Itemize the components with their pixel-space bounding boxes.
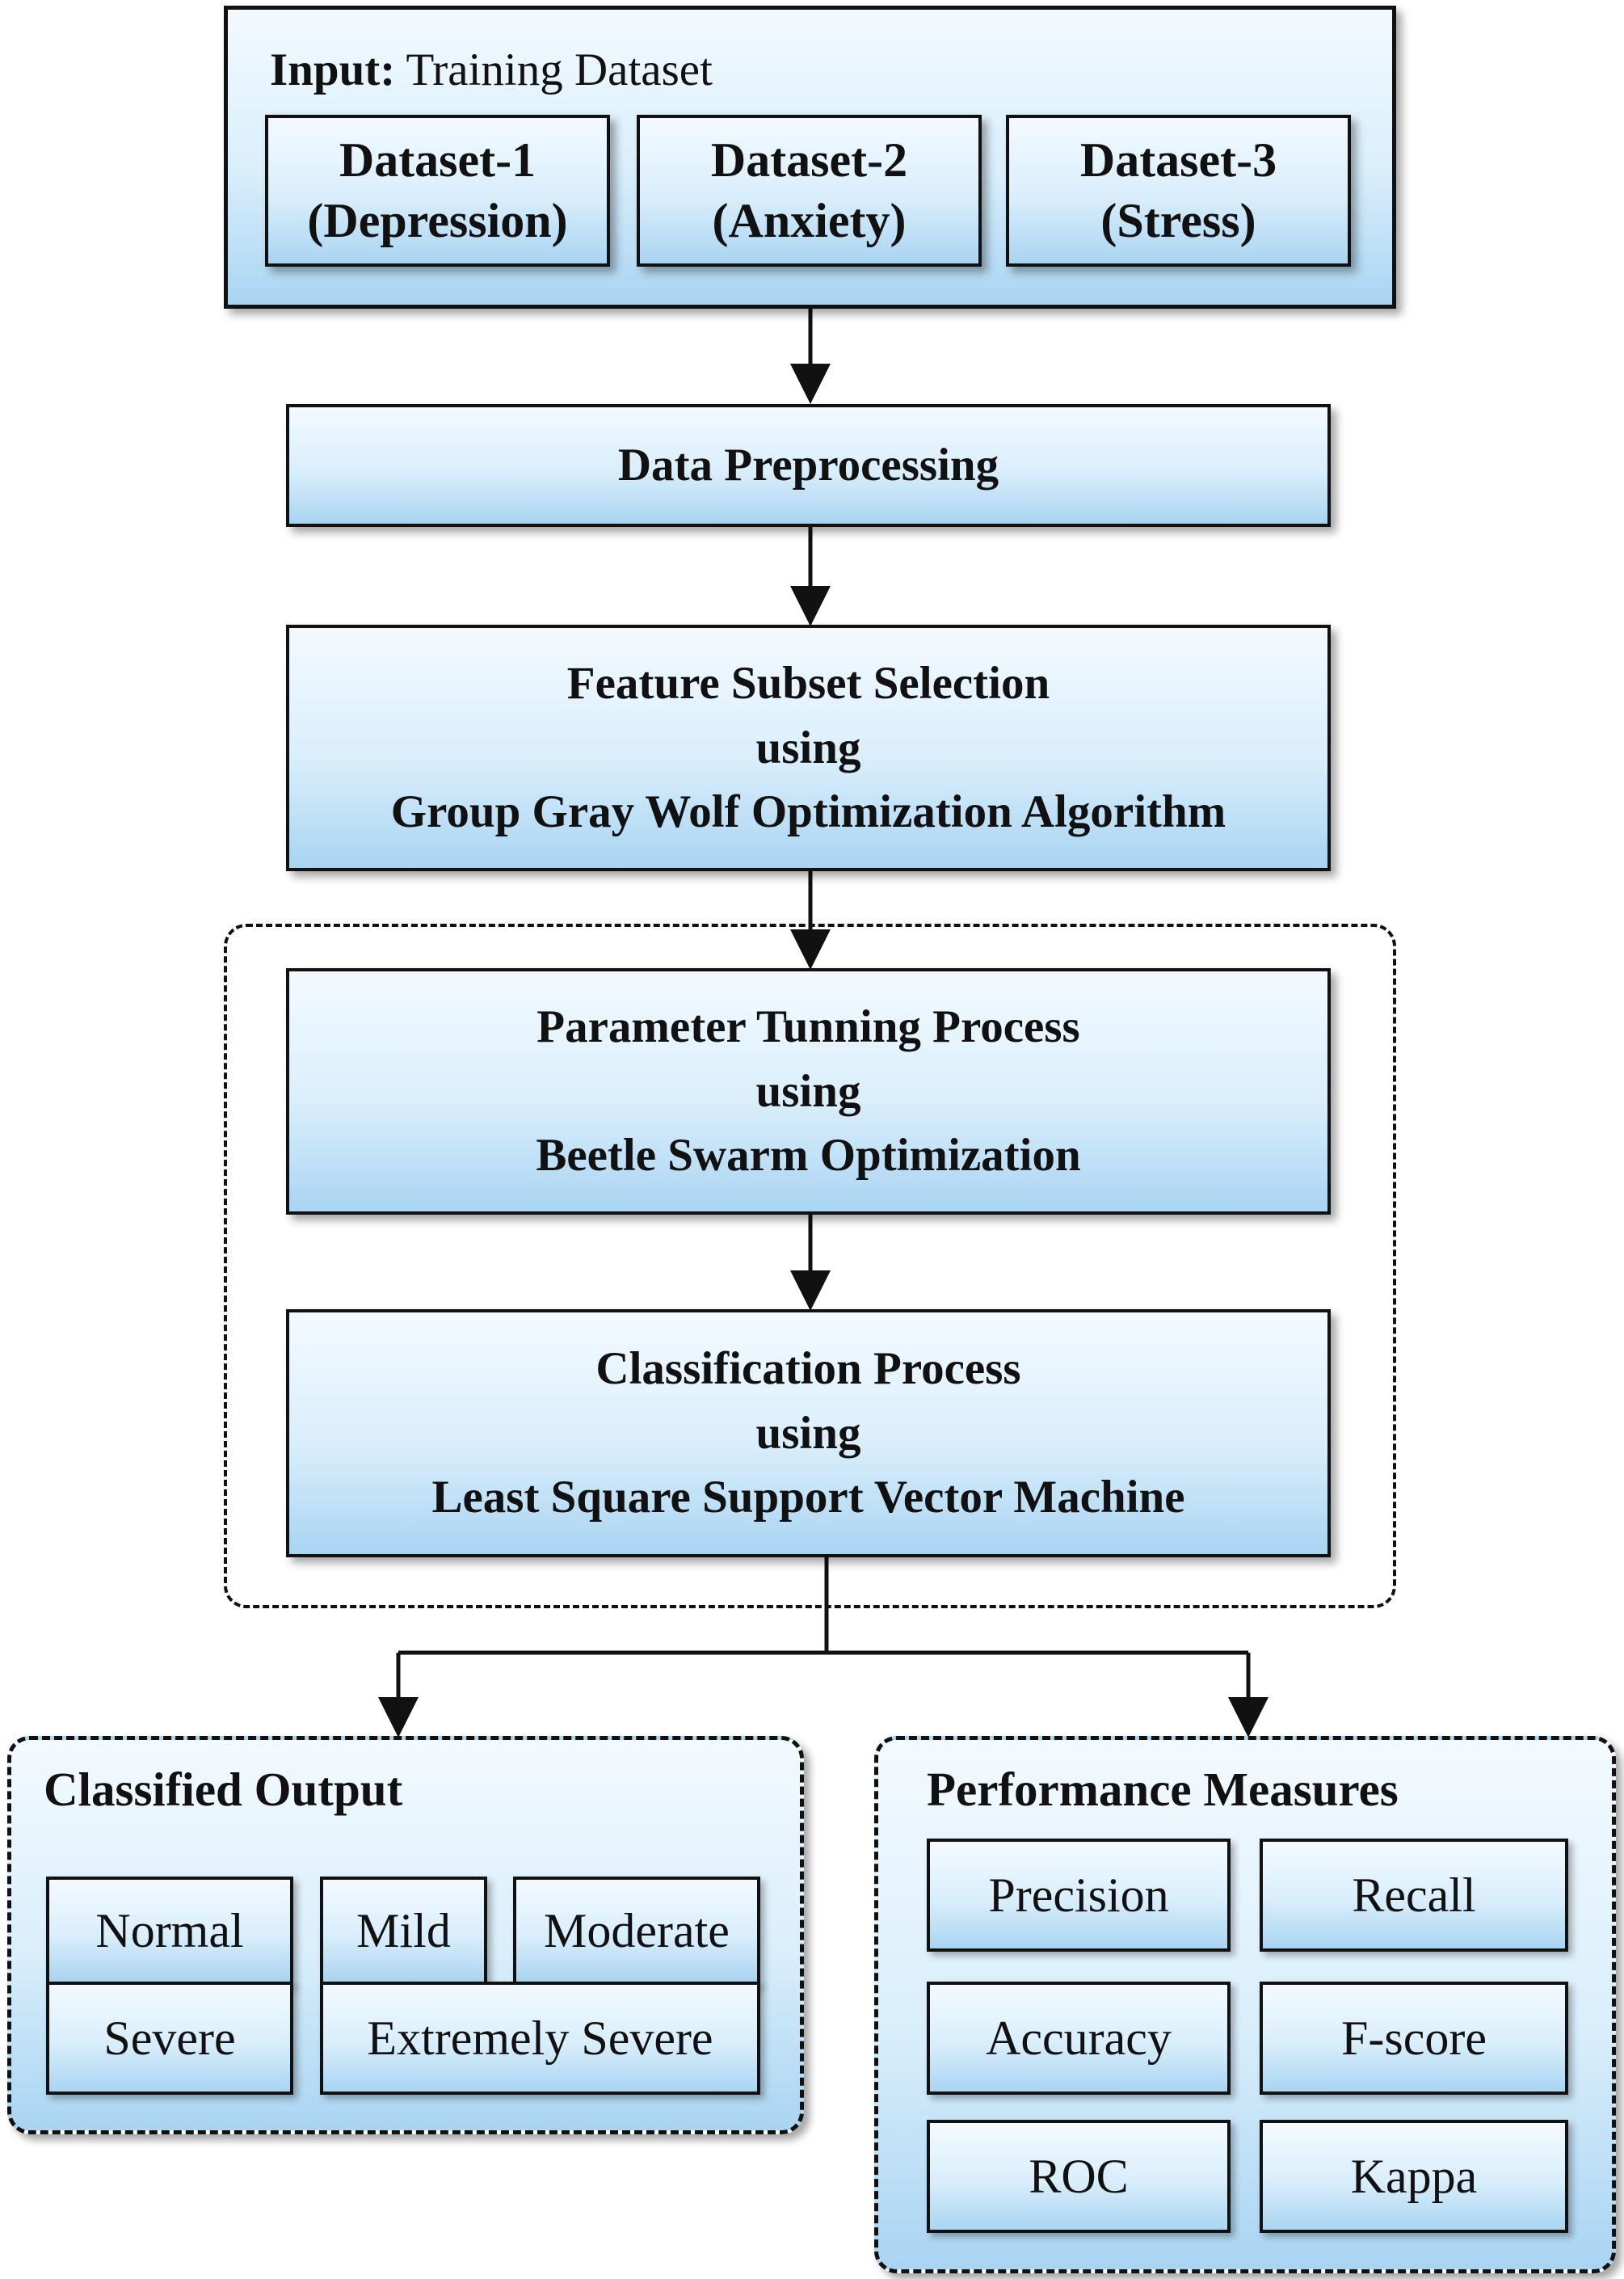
measure-roc: ROC xyxy=(927,2120,1231,2233)
dataset-2-type: (Anxiety) xyxy=(712,194,907,247)
input-label-bold: Input: xyxy=(270,44,396,95)
dataset-3-name: Dataset-3 xyxy=(1079,133,1277,187)
parameter-tuning-method: Beetle Swarm Optimization xyxy=(536,1130,1081,1182)
classified-output-title: Classified Output xyxy=(44,1763,403,1816)
classification-title: Classification Process xyxy=(595,1342,1021,1394)
measure-accuracy: Accuracy xyxy=(927,1982,1231,2095)
dataset-1-type: (Depression) xyxy=(307,194,568,247)
parameter-tuning-using: using xyxy=(755,1065,861,1117)
measure-kappa: Kappa xyxy=(1260,2120,1568,2233)
feature-selection-method: Group Gray Wolf Optimization Algorithm xyxy=(390,786,1226,838)
model-group-dashed-border xyxy=(224,924,1396,1608)
input-label: Input: Training Dataset xyxy=(270,44,713,96)
output-item-normal: Normal xyxy=(46,1877,293,1986)
output-item-extremely-severe: Extremely Severe xyxy=(320,1982,760,2095)
feature-selection-box: Feature Subset Selection using Group Gra… xyxy=(286,625,1331,871)
output-item-severe: Severe xyxy=(46,1982,293,2095)
measure-recall: Recall xyxy=(1260,1839,1568,1952)
dataset-1-name: Dataset-1 xyxy=(339,133,536,187)
performance-measures-title: Performance Measures xyxy=(927,1763,1399,1816)
measure-precision: Precision xyxy=(927,1839,1231,1952)
classification-method: Least Square Support Vector Machine xyxy=(431,1472,1185,1523)
preprocessing-label: Data Preprocessing xyxy=(617,440,999,491)
feature-selection-title: Feature Subset Selection xyxy=(566,657,1050,709)
output-item-moderate: Moderate xyxy=(513,1877,760,1986)
dataset-2-name: Dataset-2 xyxy=(710,133,908,187)
dataset-2-box: Dataset-2 (Anxiety) xyxy=(637,115,982,267)
dataset-1-box: Dataset-1 (Depression) xyxy=(265,115,610,267)
dataset-3-box: Dataset-3 (Stress) xyxy=(1006,115,1351,267)
classification-box: Classification Process using Least Squar… xyxy=(286,1309,1331,1557)
input-label-text: Training Dataset xyxy=(406,44,713,95)
parameter-tuning-title: Parameter Tunning Process xyxy=(536,1000,1080,1052)
preprocessing-box: Data Preprocessing xyxy=(286,404,1331,527)
feature-selection-using: using xyxy=(755,722,861,773)
output-item-mild: Mild xyxy=(320,1877,487,1986)
parameter-tuning-box: Parameter Tunning Process using Beetle S… xyxy=(286,968,1331,1215)
classification-using: using xyxy=(755,1407,861,1459)
dataset-3-type: (Stress) xyxy=(1100,194,1256,247)
measure-f-score: F-score xyxy=(1260,1982,1568,2095)
